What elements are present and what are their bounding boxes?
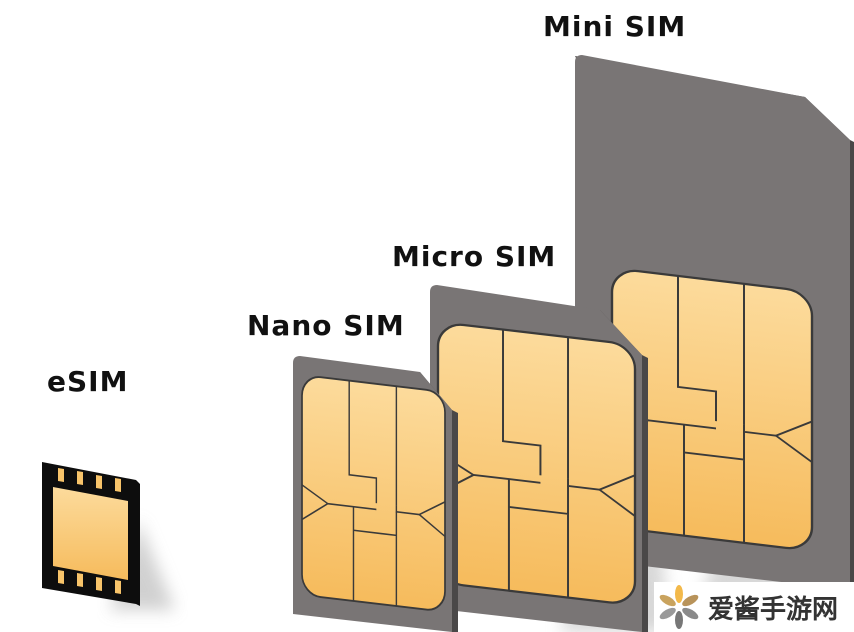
nano-sim-label: Nano SIM (247, 309, 405, 342)
watermark-text: 爱酱手游网 (708, 594, 839, 625)
esim-label: eSIM (47, 365, 129, 398)
mini-sim-label: Mini SIM (543, 10, 687, 43)
watermark-logo-icon (659, 585, 699, 629)
watermark: 爱酱手游网 (654, 582, 854, 632)
micro-sim-label: Micro SIM (392, 240, 557, 273)
nano-sim-chip (301, 374, 446, 613)
nano-sim-card (293, 356, 458, 632)
micro-sim-chip (436, 320, 637, 607)
micro-sim-card (430, 285, 648, 632)
esim-chip (42, 462, 140, 606)
